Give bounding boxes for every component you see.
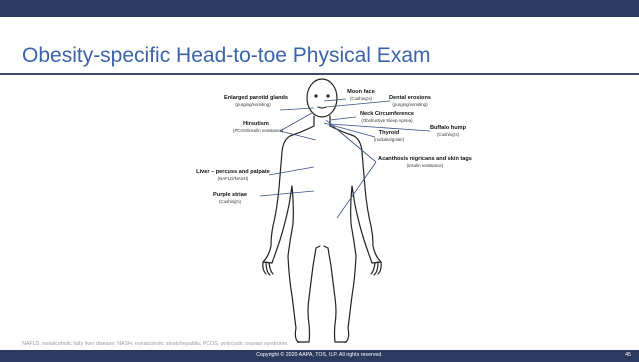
label-buffalo-hump: Buffalo hump (Cushing's) [426,125,470,138]
leader-hirsutism-1 [280,113,312,131]
label-striae-title: Purple striae [208,192,252,199]
leader-hirsutism-2 [280,131,316,140]
label-moon-face-title: Moon face [346,89,376,96]
label-neck-title: Neck Circumference [353,111,421,118]
right-hand [371,262,381,275]
label-acanthosis-note: (insulin resistance) [373,163,477,169]
mouth [318,107,326,108]
label-hirsutism-note: (PCOS/insulin resistance) [233,128,279,134]
label-thyroid: Thyroid (nodules/goiter) [372,130,406,143]
label-neck: Neck Circumference (Obstructive Sleep Ap… [353,111,421,124]
label-neck-note: (Obstructive Sleep Apnea) [353,118,421,124]
left-hand [263,262,273,275]
leader-parotid [280,108,314,110]
label-moon-face: Moon face (Cushing's) [346,89,376,102]
label-buffalo-hump-note: (Cushing's) [426,132,470,138]
copyright-text: Copyright © 2020 AAPA, TOS, ILP. All rig… [0,352,639,358]
label-dental: Dental erosions (purging/vomiting) [388,95,432,108]
right-eye [327,95,329,97]
label-hirsutism: Hirsutism (PCOS/insulin resistance) [233,121,279,134]
label-hirsutism-title: Hirsutism [233,121,279,128]
body-outline-diagram [0,75,639,343]
left-eye [315,95,317,97]
body-outline-right [324,116,381,342]
label-liver-title: Liver – percuss and palpate [196,169,270,176]
label-acanthosis-title: Acanthosis nigricans and skin tags [373,156,477,163]
slide-title: Obesity-specific Head-to-toe Physical Ex… [22,44,431,68]
leader-acanthosis-2 [340,132,376,162]
label-buffalo-hump-title: Buffalo hump [426,125,470,132]
leader-liver [269,167,314,175]
abbreviations-footnote: NAFLD, nonalcoholic fatty liver disease;… [22,341,289,347]
header-band [0,0,639,17]
label-liver-note: (NAFLD/NASH) [196,176,270,182]
label-thyroid-note: (nodules/goiter) [372,137,406,143]
label-parotid-title: Enlarged parotid glands [224,95,282,102]
body-outline-left [263,116,320,342]
label-acanthosis: Acanthosis nigricans and skin tags (insu… [373,156,477,169]
label-liver: Liver – percuss and palpate (NAFLD/NASH) [196,169,270,182]
leader-moon-face [324,99,346,101]
label-striae-note: (Cushing's) [208,199,252,205]
page-number: 45 [625,352,631,358]
label-dental-note: (purging/vomiting) [388,102,432,108]
label-parotid: Enlarged parotid glands (purging/vomitin… [224,95,282,108]
label-parotid-note: (purging/vomiting) [224,102,282,108]
label-dental-title: Dental erosions [388,95,432,102]
label-moon-face-note: (Cushing's) [346,96,376,102]
label-thyroid-title: Thyroid [372,130,406,137]
leader-striae [260,191,314,196]
head-outline [307,79,337,117]
footer-band: Copyright © 2020 AAPA, TOS, ILP. All rig… [0,350,639,362]
label-striae: Purple striae (Cushing's) [208,192,252,205]
